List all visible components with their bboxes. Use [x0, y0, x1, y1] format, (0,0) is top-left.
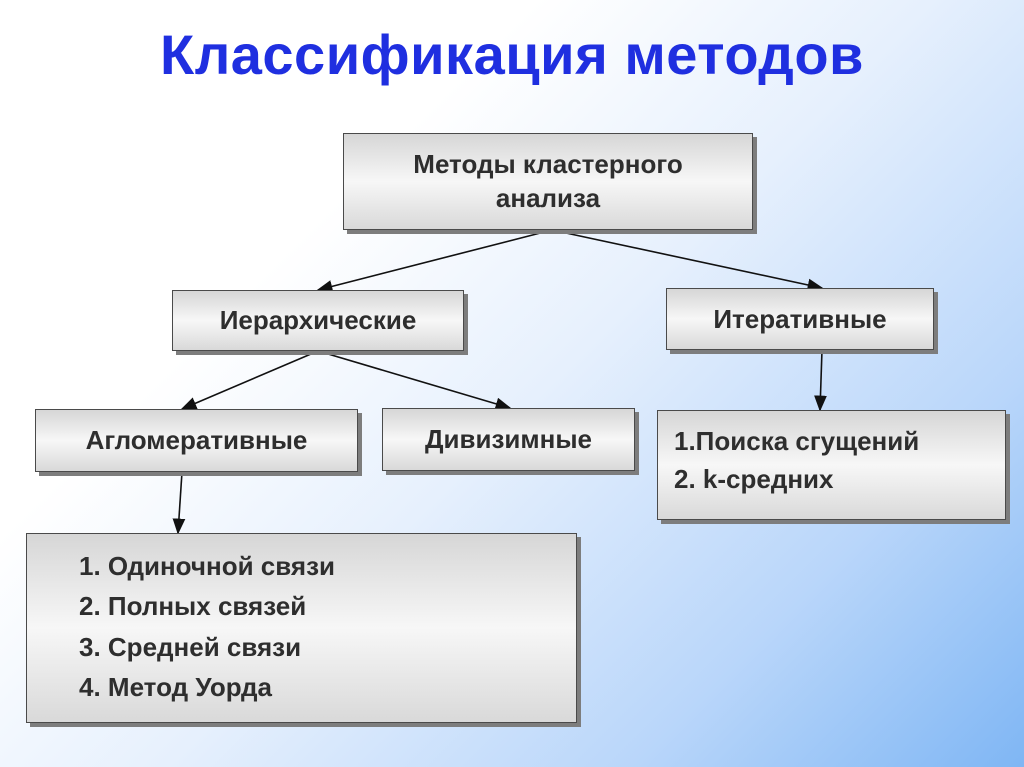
- hierarchical-box: Иерархические: [172, 290, 464, 351]
- arrow-iterative-to-methods: [814, 349, 827, 412]
- agglomerative-box: Агломеративные: [35, 409, 358, 472]
- agglomerative-label: Агломеративные: [85, 424, 308, 455]
- iterative-method-item: 2. k-средних: [674, 463, 834, 494]
- agglomerative-method-item: 2. Полных связей: [79, 591, 307, 622]
- root-box: Методы кластерного анализа: [343, 133, 753, 230]
- agglomerative-methods-box: 1. Одиночной связи 2. Полных связей 3. С…: [26, 533, 577, 723]
- agglomerative-method-item: 3. Средней связи: [79, 631, 302, 662]
- iterative-box: Итеративные: [666, 288, 934, 350]
- agglomerative-method-item: 1. Одиночной связи: [79, 551, 335, 581]
- root-label-line1: Методы кластерного: [413, 148, 683, 179]
- arrow-root-to-iterative: [551, 229, 824, 292]
- divisive-label: Дивизимные: [425, 424, 592, 454]
- iterative-method-item: 1.Поиска сгущений: [674, 426, 920, 456]
- iterative-label: Итеративные: [713, 304, 887, 334]
- page-title: Классификация методов: [160, 23, 864, 86]
- agglomerative-method-item: 4. Метод Уорда: [79, 671, 272, 702]
- arrow-root-to-hierarchical: [316, 229, 553, 293]
- arrow-hierarchical-to-divisive: [317, 350, 512, 411]
- iterative-methods-box: 1.Поиска сгущений 2. k-средних: [657, 410, 1006, 520]
- hierarchical-label: Иерархические: [219, 304, 417, 335]
- root-label-line2: анализа: [495, 182, 601, 213]
- arrow-agglomerative-to-methods: [172, 471, 186, 535]
- arrow-hierarchical-to-agglomerative: [180, 350, 319, 410]
- divisive-box: Дивизимные: [382, 408, 635, 471]
